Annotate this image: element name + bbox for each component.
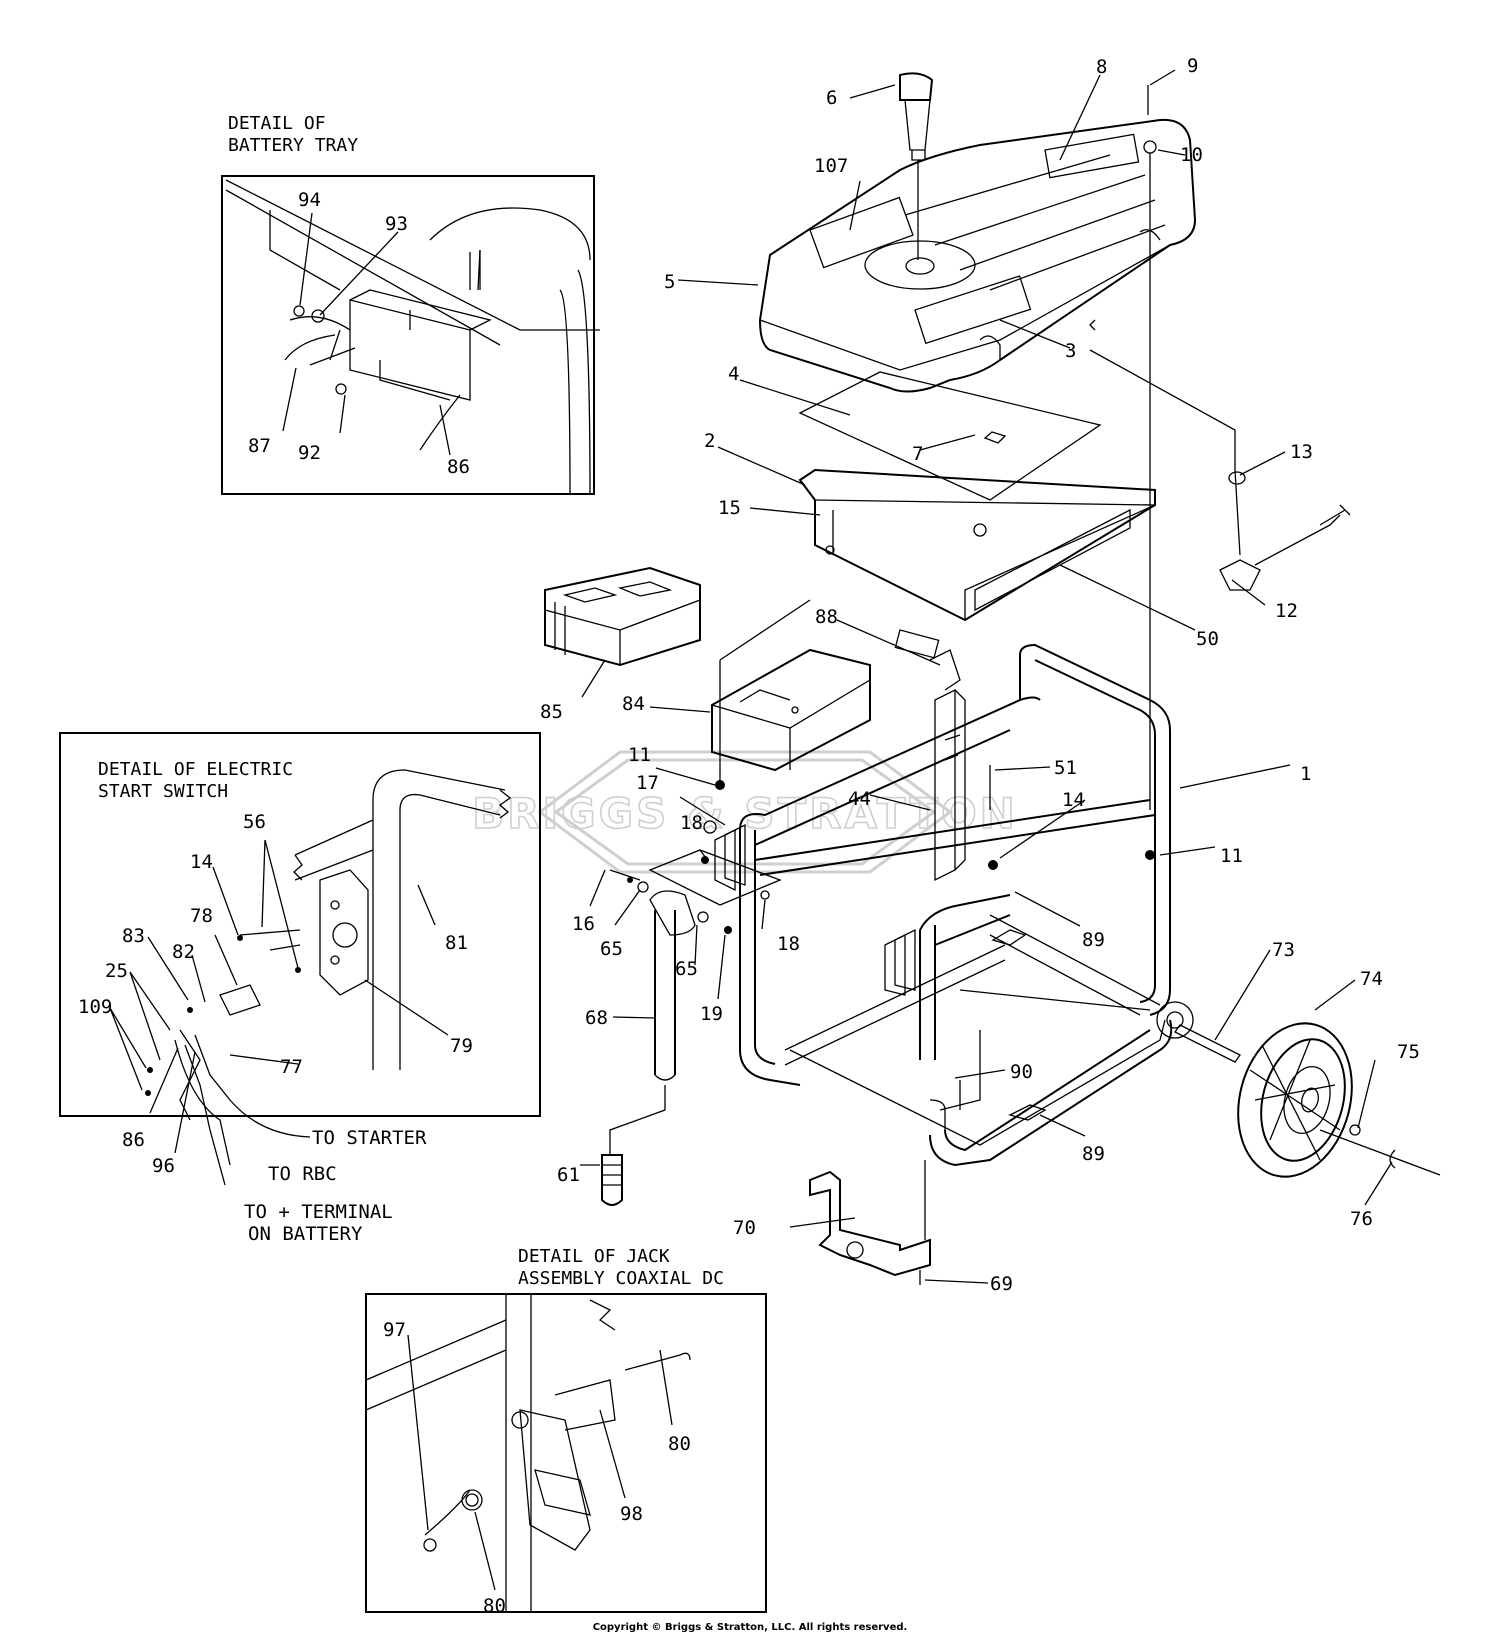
callout-90: 90 [1010,1061,1033,1083]
battery-tray-title-2: BATTERY TRAY [228,135,358,156]
callout-73: 73 [1272,939,1295,961]
jack-title-1: DETAIL OF JACK [518,1246,670,1267]
callout-11b: 11 [1220,845,1243,867]
callout-65a: 65 [600,938,623,960]
callout-1: 1 [1300,763,1311,785]
callout-18a: 18 [680,812,703,834]
callout-56: 56 [243,811,266,833]
callout-69: 69 [990,1273,1013,1295]
label-to-terminal-1: TO + TERMINAL [244,1201,393,1223]
callout-61: 61 [557,1164,580,1186]
wiring-labels: TO STARTER TO RBC TO + TERMINAL ON BATTE… [244,1127,427,1245]
callout-83: 83 [122,925,145,947]
callout-19: 19 [700,1003,723,1025]
callout-107: 107 [814,155,848,177]
wheel-assembly [1174,1022,1441,1178]
electric-start-detail: DETAIL OF ELECTRIC START SWITCH [59,732,541,1186]
callout-109: 109 [78,996,112,1018]
callout-87: 87 [248,435,271,457]
callout-10: 10 [1180,144,1203,166]
callout-7: 7 [912,443,923,465]
jack-title-2: ASSEMBLY COAXIAL DC [518,1268,724,1289]
callout-78: 78 [190,905,213,927]
battery-tray-title-1: DETAIL OF [228,113,326,134]
callout-77: 77 [280,1056,303,1078]
callout-79: 79 [450,1035,473,1057]
callout-94: 94 [298,189,321,211]
callouts-electric-start: 14 56 78 83 82 25 109 81 79 77 86 96 [78,811,473,1177]
callouts-jack: 97 80 80 98 [383,1319,691,1617]
callout-12: 12 [1275,600,1298,622]
copyright: Copyright © Briggs & Stratton, LLC. All … [593,1622,908,1633]
fuel-valve [1089,319,1351,591]
callout-85: 85 [540,701,563,723]
callout-89b: 89 [1082,1143,1105,1165]
callout-97: 97 [383,1319,406,1341]
frame [739,643,1194,1167]
callout-89a: 89 [1082,929,1105,951]
electric-start-title-1: DETAIL OF ELECTRIC [98,759,293,780]
mounting-pad [798,371,1102,501]
callout-13: 13 [1290,441,1313,463]
callout-70: 70 [733,1217,756,1239]
callout-2: 2 [704,430,715,452]
fuel-gauge [899,72,934,260]
callout-15: 15 [718,497,741,519]
callout-98: 98 [620,1503,643,1525]
watermark-logo: BRIGGS & STRATTON [471,750,1018,874]
callout-86-start: 86 [122,1129,145,1151]
callout-17: 17 [636,772,659,794]
callout-18b: 18 [777,933,800,955]
callout-8: 8 [1096,56,1107,78]
electric-start-title-2: START SWITCH [98,781,228,802]
callout-81: 81 [445,932,468,954]
label-to-starter: TO STARTER [312,1127,427,1149]
label-to-rbc: TO RBC [268,1163,337,1185]
handle-brackets [648,823,916,996]
callouts-battery-tray: 94 93 87 92 86 [248,189,470,478]
fuel-tank [479,118,1197,393]
callout-80a: 80 [668,1433,691,1455]
callout-84: 84 [622,693,645,715]
callout-86-tray: 86 [447,456,470,478]
callout-82: 82 [172,941,195,963]
support-bracket [929,649,966,882]
callout-68: 68 [585,1007,608,1029]
callout-6: 6 [826,87,837,109]
callout-92: 92 [298,442,321,464]
callouts-main: 1 2 3 4 5 6 7 8 9 10 11 11 12 13 14 15 1… [540,55,1420,1295]
callout-96: 96 [152,1155,175,1177]
callout-5: 5 [664,271,675,293]
callout-74: 74 [1360,968,1383,990]
callout-4: 4 [728,363,739,385]
callout-3: 3 [1065,340,1076,362]
callout-16: 16 [572,913,595,935]
callout-44: 44 [848,788,871,810]
handle [601,890,696,1206]
callout-65b: 65 [675,958,698,980]
callout-14: 14 [1062,789,1085,811]
label-to-terminal-2: ON BATTERY [248,1223,363,1245]
callout-76: 76 [1350,1208,1373,1230]
callout-14-start: 14 [190,851,213,873]
callout-9: 9 [1187,55,1198,77]
callout-50: 50 [1196,628,1219,650]
hardware [609,510,1155,1121]
jack-detail: DETAIL OF JACK ASSEMBLY COAXIAL DC [365,1246,767,1613]
callout-75: 75 [1397,1041,1420,1063]
callout-11a: 11 [628,744,651,766]
leader-lines [109,69,1393,1591]
callout-88: 88 [815,606,838,628]
tank-bracket [798,468,1156,622]
foot [809,1160,931,1285]
battery-tray-detail: DETAIL OF BATTERY TRAY [221,113,600,495]
battery [544,566,701,667]
callout-25: 25 [105,960,128,982]
watermark-text: BRIGGS & STRATTON [472,789,1018,838]
callout-51: 51 [1054,757,1077,779]
battery-tray [711,648,871,772]
callout-80b: 80 [483,1595,506,1617]
callout-93: 93 [385,213,408,235]
